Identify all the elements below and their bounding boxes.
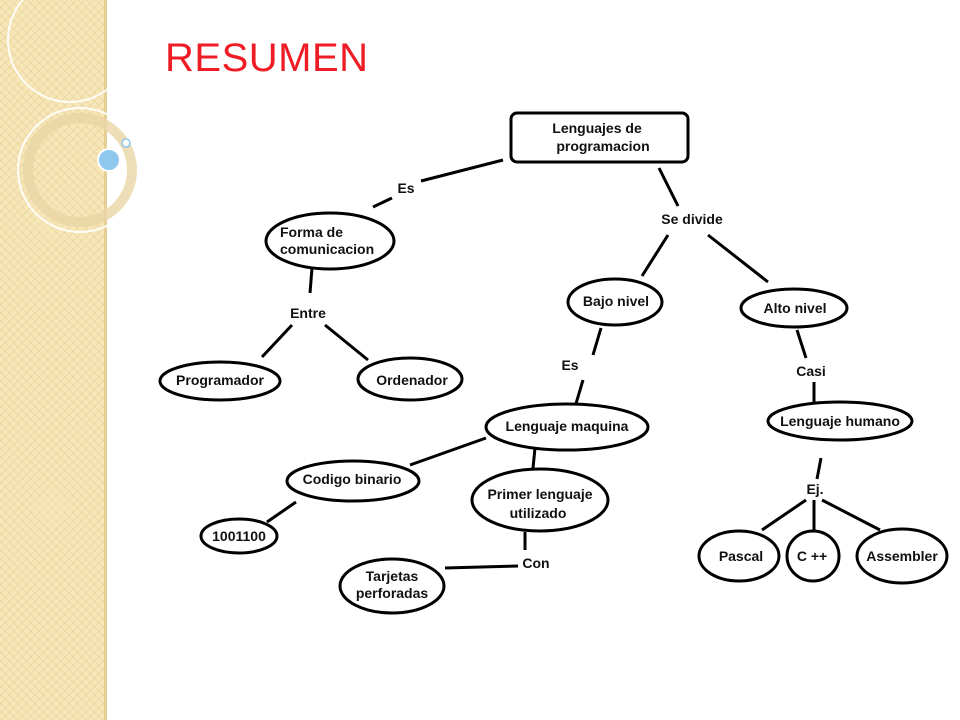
link-label-ej: Ej. xyxy=(806,481,823,497)
node-label: 1001100 xyxy=(212,528,266,544)
slide-title: RESUMEN xyxy=(165,36,369,80)
node-codigo-binario: Codigo binario xyxy=(285,459,421,503)
link-labels: Es Se divide Entre Es Casi Ej. Con xyxy=(290,180,826,571)
node-tarjetas-perforadas: Tarjetas perforadas xyxy=(338,557,446,615)
node-label: Pascal xyxy=(719,548,763,564)
node-label-line: utilizado xyxy=(510,505,567,521)
node-label: Alto nivel xyxy=(763,300,826,316)
decorative-circles xyxy=(7,0,143,233)
node-label: Lenguaje humano xyxy=(780,413,900,429)
node-ordenador: Ordenador xyxy=(356,356,464,402)
node-label-line: comunicacion xyxy=(280,241,374,257)
node-pascal: Pascal xyxy=(697,529,781,583)
node-primer-lenguaje-utilizado: Primer lenguaje utilizado xyxy=(470,467,610,533)
node-lenguaje-humano: Lenguaje humano xyxy=(766,400,914,442)
node-label-line: Lenguajes de xyxy=(552,120,642,136)
node-c-plus-plus: C ++ xyxy=(785,529,841,583)
node-programador: Programador xyxy=(158,360,282,402)
link-label-es: Es xyxy=(397,180,414,196)
link-label-casi: Casi xyxy=(796,363,826,379)
node-label: Codigo binario xyxy=(303,471,402,487)
node-label: Ordenador xyxy=(376,372,448,388)
node-lenguaje-maquina: Lenguaje maquina xyxy=(484,402,650,452)
node-label: Lenguaje maquina xyxy=(506,418,629,434)
node-label-line: Primer lenguaje xyxy=(487,486,592,502)
node-1001100: 1001100 xyxy=(199,517,279,555)
link-label-es-2: Es xyxy=(561,357,578,373)
node-label-line: Forma de xyxy=(280,224,343,240)
node-lenguajes-de-programacion: Lenguajes de programacion xyxy=(509,111,690,164)
node-label: Bajo nivel xyxy=(583,293,649,309)
node-alto-nivel: Alto nivel xyxy=(739,287,849,329)
node-label-line: Tarjetas xyxy=(366,568,419,584)
node-forma-de-comunicacion: Forma de comunicacion xyxy=(264,211,396,271)
node-label-line: programacion xyxy=(556,138,649,154)
link-label-se-divide: Se divide xyxy=(661,211,723,227)
connectors xyxy=(260,158,881,570)
node-label: Assembler xyxy=(866,548,938,564)
node-label-line: perforadas xyxy=(356,585,429,601)
link-label-con: Con xyxy=(522,555,549,571)
node-label: Programador xyxy=(176,372,264,388)
node-bajo-nivel: Bajo nivel xyxy=(566,277,664,327)
node-label: C ++ xyxy=(797,548,827,564)
link-label-entre: Entre xyxy=(290,305,326,321)
node-assembler: Assembler xyxy=(855,527,949,585)
